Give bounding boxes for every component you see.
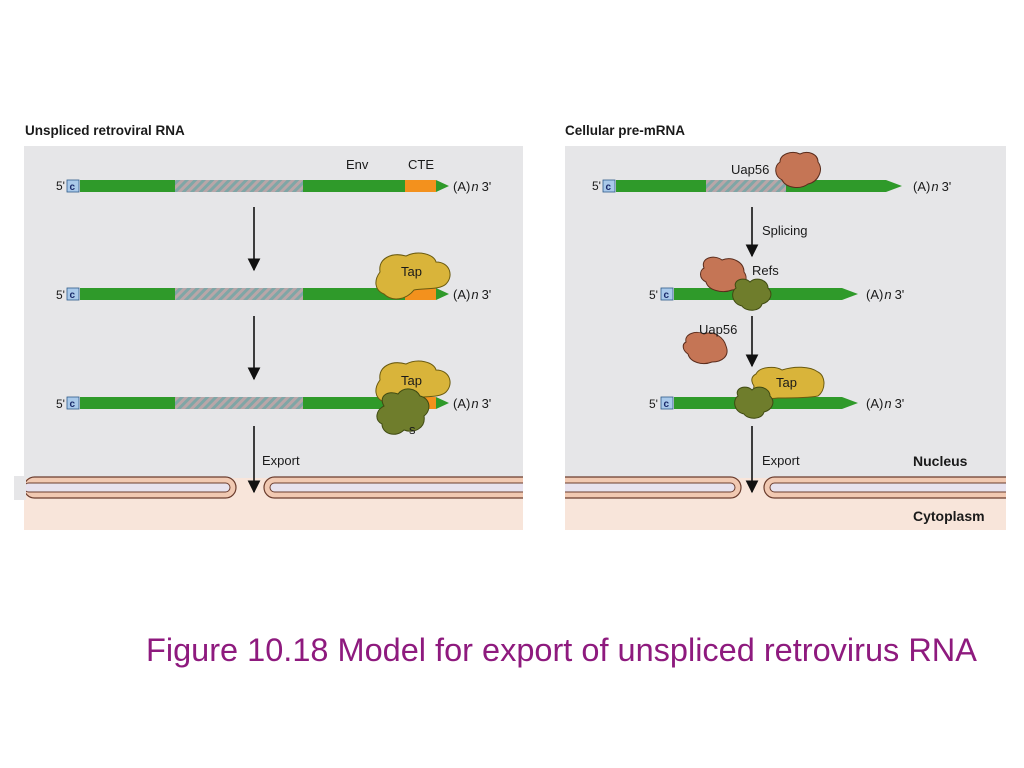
- cap-label: c: [606, 182, 612, 193]
- five-prime-label: 5': [56, 397, 65, 411]
- rna-arrow-tip: [842, 288, 858, 300]
- exon-1: [616, 180, 706, 192]
- five-prime-label: 5': [592, 179, 601, 193]
- cap-box: [602, 179, 616, 193]
- figure-caption: Figure 10.18 Model for export of unsplic…: [146, 632, 977, 668]
- tap-protein: [751, 366, 825, 399]
- tap-protein: [375, 252, 451, 300]
- refs-label: Refs: [752, 263, 779, 278]
- cap-box: [66, 287, 80, 301]
- nuclear-envelope-right: [548, 470, 1024, 506]
- right-nucleus-background: [565, 146, 1006, 530]
- export-label: Export: [762, 453, 800, 468]
- cap-box: [660, 396, 674, 410]
- env-segment: [303, 180, 405, 192]
- env-segment: [303, 397, 405, 409]
- rna-segment: [80, 180, 175, 192]
- cap-label: c: [70, 399, 76, 410]
- right-panel-title: Cellular pre-mRNA: [565, 123, 685, 138]
- five-prime-label: 5': [649, 288, 658, 302]
- cap-label: c: [70, 182, 76, 193]
- splicing-label: Splicing: [762, 223, 808, 238]
- rna-arrow-tip: [436, 397, 449, 409]
- nuclear-envelope-left: [14, 470, 543, 506]
- cap-box: [66, 179, 80, 193]
- tap-label: Tap: [401, 373, 422, 388]
- uap56-label: Uap56: [731, 162, 769, 177]
- uap56-label-released: Uap56: [699, 322, 737, 337]
- cap-label: c: [70, 290, 76, 301]
- intron-segment: [706, 180, 786, 192]
- refs-protein: [376, 388, 430, 435]
- cap-box: [660, 287, 674, 301]
- cte-label: CTE: [408, 157, 434, 172]
- five-prime-label: 5': [56, 288, 65, 302]
- rna-segment: [80, 288, 175, 300]
- export-label: Export: [262, 453, 300, 468]
- rna-segment: [80, 397, 175, 409]
- cap-label: c: [664, 399, 670, 410]
- tap-label: Tap: [401, 264, 422, 279]
- rna-arrow-tip: [886, 180, 902, 192]
- intron-segment: [175, 397, 303, 409]
- refs-protein: [732, 278, 772, 311]
- refs-label-partial: s: [409, 422, 416, 437]
- cap-label: c: [664, 290, 670, 301]
- uap56-protein: [775, 151, 821, 188]
- tap-label: Tap: [776, 375, 797, 390]
- left-nucleus-background: [24, 146, 523, 530]
- five-prime-label: 5': [56, 179, 65, 193]
- rna-arrow-tip: [842, 397, 858, 409]
- left-panel-title: Unspliced retroviral RNA: [25, 123, 185, 138]
- released-uap56-protein: [682, 331, 728, 365]
- nucleus-label: Nucleus: [913, 453, 968, 469]
- rna-arrow-tip: [436, 288, 449, 300]
- intron-segment: [175, 288, 303, 300]
- cytoplasm-label: Cytoplasm: [913, 508, 985, 524]
- refs-protein: [734, 386, 774, 419]
- cte-element: [405, 180, 436, 192]
- env-label: Env: [346, 157, 369, 172]
- cap-box: [66, 396, 80, 410]
- rna-arrow-tip: [436, 180, 449, 192]
- intron-segment: [175, 180, 303, 192]
- five-prime-label: 5': [649, 397, 658, 411]
